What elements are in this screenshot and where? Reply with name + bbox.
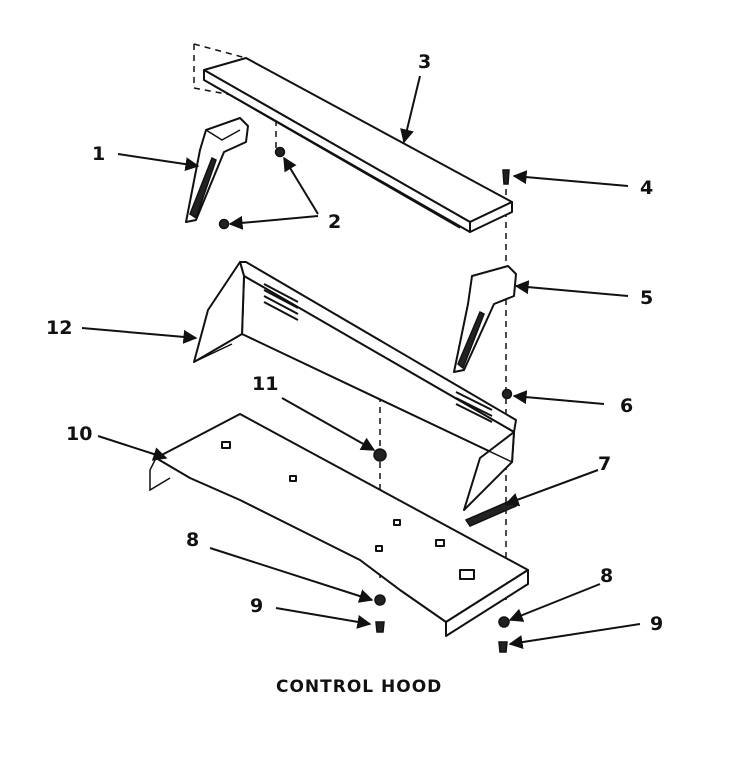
diagram-caption: CONTROL HOOD [276, 677, 442, 697]
leader-lines [81, 75, 641, 650]
part-3-top-trim [203, 57, 513, 233]
part-9-screw-right [498, 641, 508, 653]
callout-2: 2 [328, 211, 341, 233]
callout-9-left: 9 [250, 595, 263, 617]
vent-slots-left [263, 283, 299, 321]
callout-1: 1 [92, 143, 105, 165]
part-1-left-bracket [185, 117, 249, 223]
callout-9-right: 9 [650, 613, 663, 635]
callout-5: 5 [640, 287, 653, 309]
callout-7: 7 [598, 453, 611, 475]
callout-6: 6 [620, 395, 633, 417]
part-9-screw-left [375, 621, 385, 633]
part-8-nut-left [374, 594, 386, 606]
part-11-grommet [373, 448, 387, 462]
callout-10: 10 [66, 423, 92, 445]
part-8-nut-right [498, 616, 510, 628]
part-4-screw [502, 169, 510, 185]
callout-3: 3 [418, 51, 431, 73]
callout-12: 12 [46, 317, 72, 339]
callout-8-right: 8 [600, 565, 613, 587]
base-holes [221, 441, 475, 580]
part-5-right-bracket [453, 265, 517, 373]
callout-4: 4 [640, 177, 653, 199]
callout-11: 11 [252, 373, 278, 395]
part-6-washer [501, 388, 513, 400]
part-12-hood-panel [193, 261, 517, 511]
part-2-nuts [218, 146, 286, 230]
callout-8-left: 8 [186, 529, 199, 551]
callout-labels: 1 2 3 4 5 6 7 8 8 9 9 10 11 12 [46, 51, 663, 635]
part-10-base-panel [149, 413, 529, 637]
vent-slots-right [455, 391, 493, 423]
